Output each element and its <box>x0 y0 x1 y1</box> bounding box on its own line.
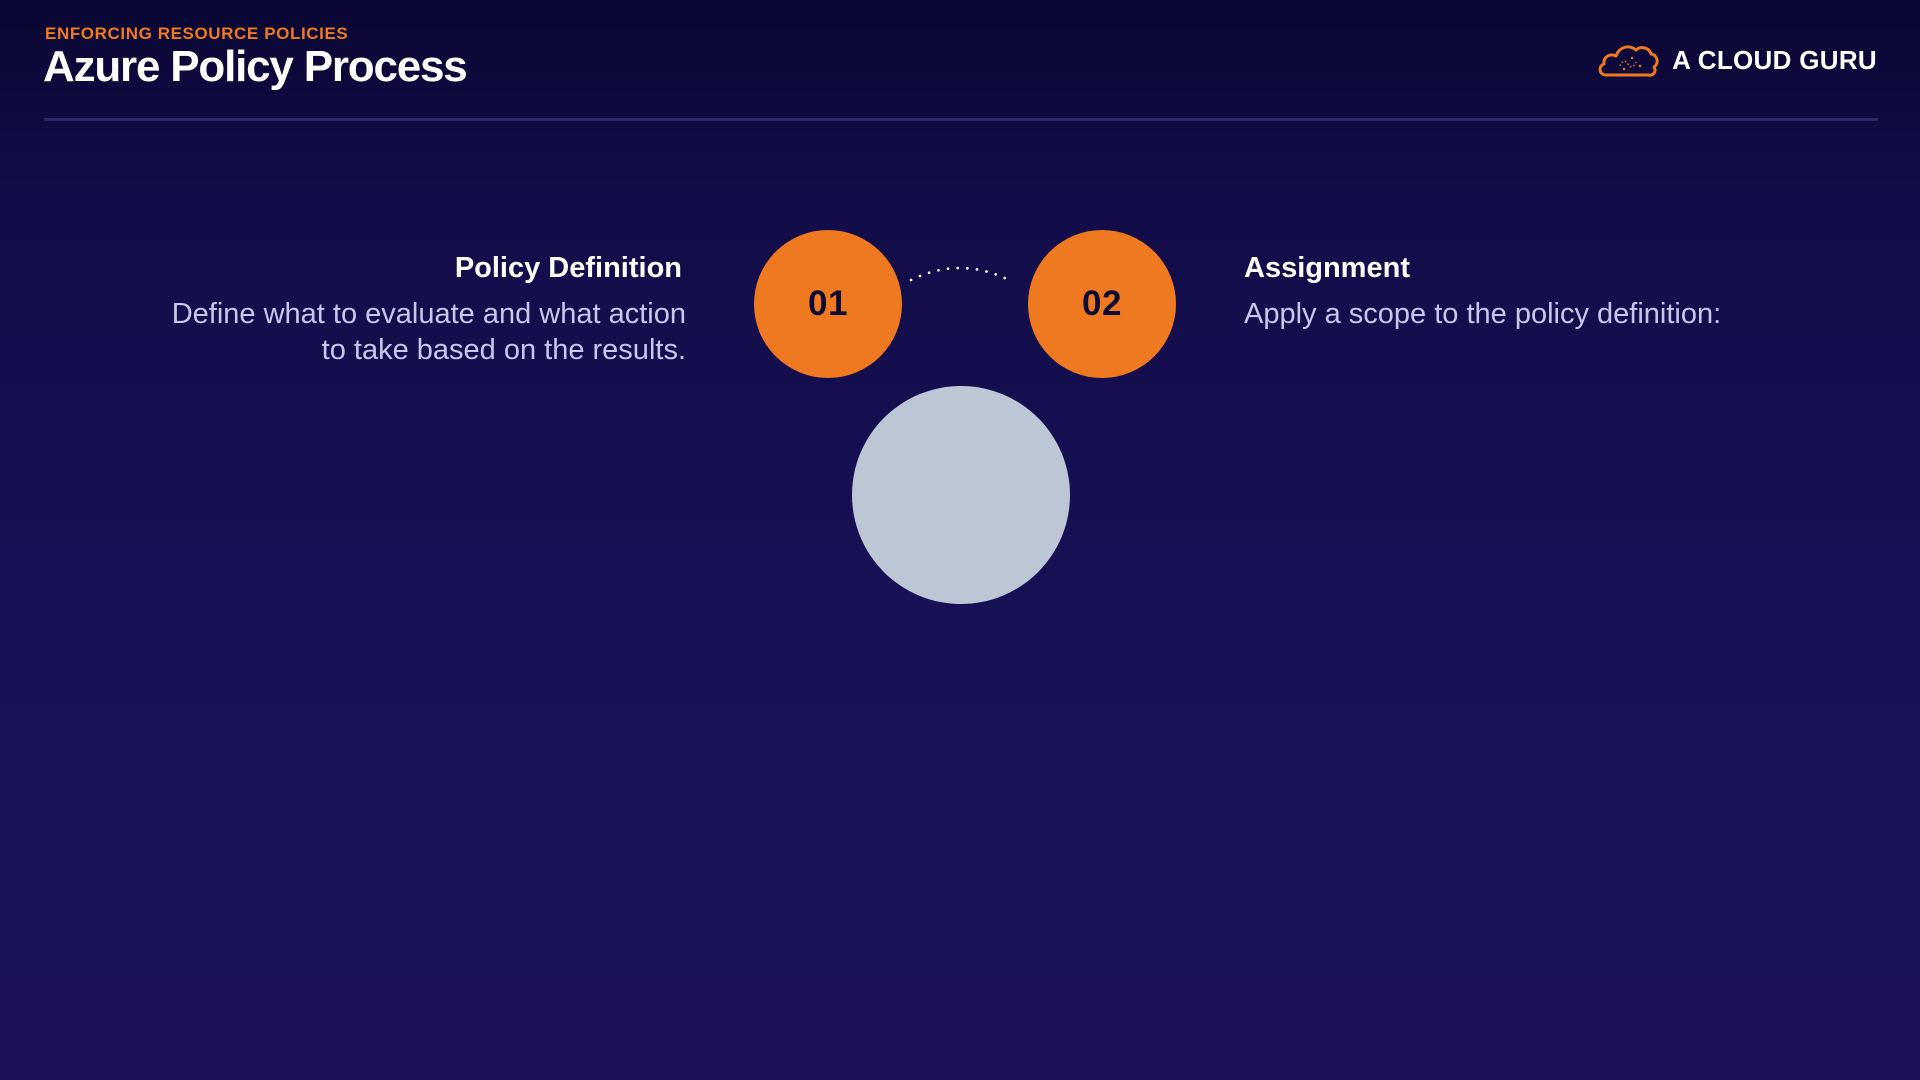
brand-name: A CLOUD GURU <box>1672 44 1877 75</box>
step-1-heading: Policy Definition <box>454 252 682 284</box>
step-2-number: 02 <box>1082 284 1122 323</box>
central-circle <box>852 386 1070 604</box>
step-2-description: Apply a scope to the policy definition: <box>1244 296 1864 332</box>
section-eyebrow: ENFORCING RESOURCE POLICIES <box>45 24 349 43</box>
step-2-heading: Assignment <box>1244 252 1410 284</box>
step-2-badge: 02 <box>1028 230 1176 378</box>
step-2-text: Assignment Apply a scope to the policy d… <box>1244 250 1864 332</box>
step-1-text: Policy Definition Define what to evaluat… <box>82 250 686 368</box>
dotted-connector <box>909 266 1011 282</box>
step-1-description-line-2: to take based on the results. <box>321 334 686 366</box>
header-divider <box>44 118 1878 121</box>
brand-logo: A CLOUD GURU <box>1596 38 1877 82</box>
step-1-badge: 01 <box>754 230 902 378</box>
step-1-number: 01 <box>808 284 848 323</box>
step-1-description-line-1: Define what to evaluate and what action <box>171 298 686 330</box>
step-1-description: Define what to evaluate and what action … <box>82 296 686 368</box>
slide-title: Azure Policy Process <box>43 42 468 91</box>
step-2-description-line-1: Apply a scope to the policy definition: <box>1244 298 1722 330</box>
cloud-icon <box>1598 45 1659 77</box>
